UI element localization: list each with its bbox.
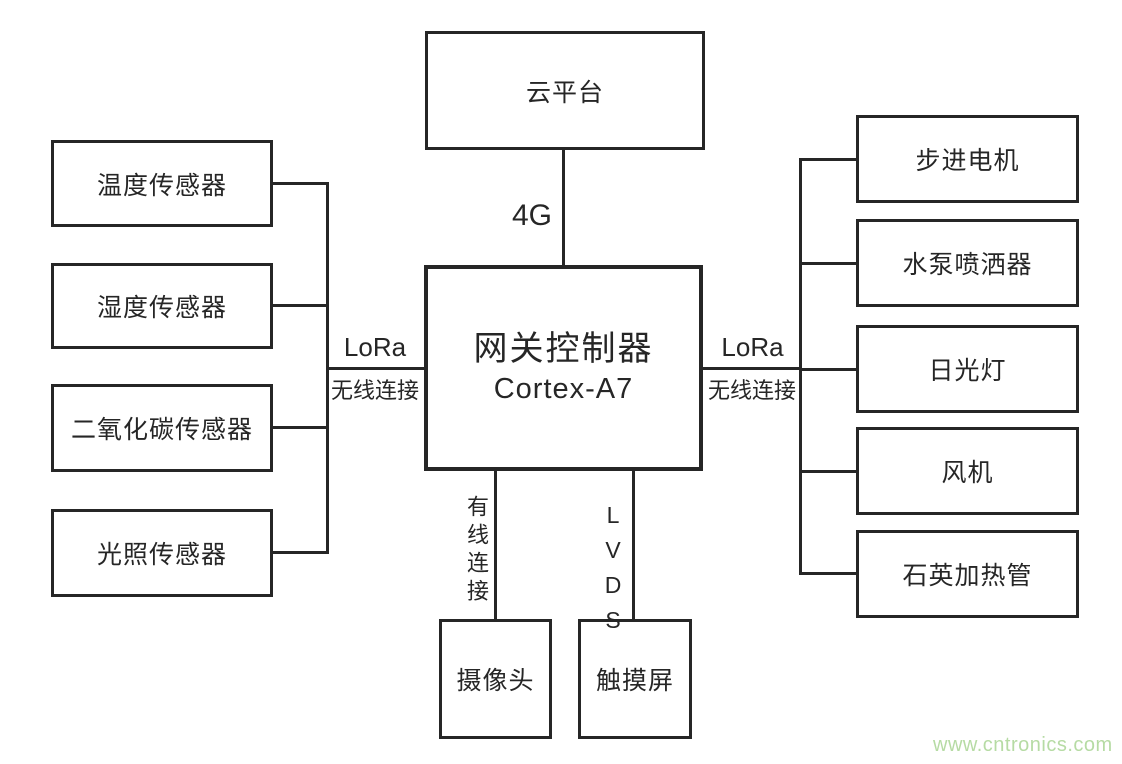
node-water-pump-sprayer-label: 水泵喷洒器 [902, 251, 1033, 279]
node-fan: 风机 [856, 427, 1079, 515]
node-water-pump-sprayer: 水泵喷洒器 [856, 219, 1079, 307]
connector-touchscreen [632, 471, 635, 619]
node-quartz-heating-tube-label: 石英加热管 [902, 562, 1033, 590]
connector-actuator-1 [799, 158, 856, 161]
node-fluorescent-lamp-label: 日光灯 [928, 357, 1007, 385]
connector-sensor-3 [273, 426, 329, 429]
node-touchscreen: 触摸屏 [578, 619, 692, 739]
node-humidity-sensor-label: 湿度传感器 [96, 294, 227, 322]
connector-left-gateway [326, 367, 424, 370]
node-gateway-subtitle: Cortex-A7 [493, 373, 634, 406]
node-light-sensor-label: 光照传感器 [96, 541, 227, 569]
node-camera: 摄像头 [439, 619, 552, 739]
link-label-right-lora: LoRa [721, 332, 784, 362]
link-label-left-lora: LoRa [343, 332, 407, 362]
connector-cloud-gateway [562, 150, 565, 265]
link-label-left-wireless: 无线连接 [330, 378, 419, 403]
watermark-text: www.cntronics.com [933, 734, 1113, 756]
connector-actuator-5 [799, 572, 856, 575]
node-fluorescent-lamp: 日光灯 [856, 325, 1079, 413]
link-label-right-wireless: 无线连接 [707, 378, 796, 403]
connector-actuator-3 [799, 368, 856, 371]
node-cloud-platform-label: 云平台 [525, 78, 604, 107]
right-bus-line [799, 158, 802, 575]
node-gateway-title: 网关控制器 [473, 330, 654, 369]
node-co2-sensor-label: 二氧化碳传感器 [70, 416, 253, 444]
node-temperature-sensor-label: 温度传感器 [96, 171, 227, 200]
connector-right-gateway [703, 367, 802, 370]
connector-sensor-4 [273, 551, 329, 554]
link-label-lvds: LVDS [600, 502, 626, 642]
node-quartz-heating-tube: 石英加热管 [856, 530, 1079, 618]
node-humidity-sensor: 湿度传感器 [51, 263, 273, 349]
connector-actuator-4 [799, 470, 856, 473]
node-touchscreen-label: 触摸屏 [595, 667, 674, 695]
node-stepper-motor: 步进电机 [856, 115, 1079, 203]
link-label-wired-connection: 有线连接 [464, 495, 489, 607]
node-stepper-motor-label: 步进电机 [915, 147, 1020, 175]
connector-actuator-2 [799, 262, 856, 265]
connector-sensor-2 [273, 304, 329, 307]
connector-camera [494, 471, 497, 619]
node-temperature-sensor: 温度传感器 [51, 140, 273, 227]
node-co2-sensor: 二氧化碳传感器 [51, 384, 273, 472]
node-light-sensor: 光照传感器 [51, 509, 273, 597]
link-label-4g: 4G [511, 199, 552, 232]
node-cloud-platform: 云平台 [425, 31, 705, 150]
node-camera-label: 摄像头 [456, 667, 535, 695]
node-fan-label: 风机 [941, 459, 994, 487]
node-gateway-controller: 网关控制器 Cortex-A7 [424, 265, 703, 471]
connector-sensor-1 [273, 182, 329, 185]
